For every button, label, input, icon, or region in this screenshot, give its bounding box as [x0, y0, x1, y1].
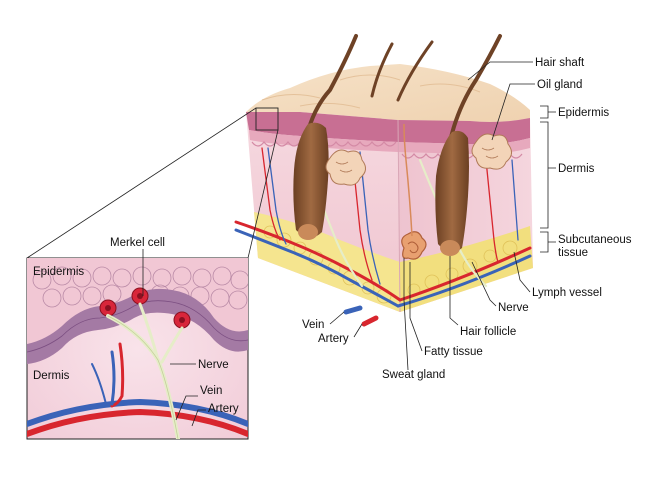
inset-label-dermis: Dermis [33, 370, 70, 382]
inset-label-artery: Artery [208, 403, 239, 415]
skin-block [236, 36, 533, 324]
label-sweat-gland: Sweat gland [382, 369, 445, 381]
oil-gland-left [326, 150, 366, 185]
inset-label-vein: Vein [200, 385, 222, 397]
label-artery: Artery [318, 333, 349, 345]
label-lymph-vessel: Lymph vessel [532, 287, 602, 299]
label-epidermis: Epidermis [558, 107, 609, 119]
vessel-stubs [346, 308, 376, 324]
label-vein: Vein [302, 319, 324, 331]
label-oil-gland: Oil gland [537, 79, 582, 91]
inset-label-epidermis: Epidermis [33, 266, 84, 278]
label-hair-shaft: Hair shaft [535, 57, 585, 69]
oil-gland-right [472, 134, 512, 169]
inset-label-nerve: Nerve [198, 359, 229, 371]
inset-label-merkel-cell: Merkel cell [110, 237, 165, 249]
label-subcutaneous-line1: Subcutaneous [558, 234, 632, 246]
label-subcutaneous-line2: tissue [558, 247, 588, 259]
label-hair-follicle: Hair follicle [460, 326, 516, 338]
label-fatty-tissue: Fatty tissue [424, 346, 483, 358]
label-nerve: Nerve [498, 302, 529, 314]
zoom-connector-lines [27, 108, 278, 258]
label-dermis: Dermis [558, 163, 595, 175]
